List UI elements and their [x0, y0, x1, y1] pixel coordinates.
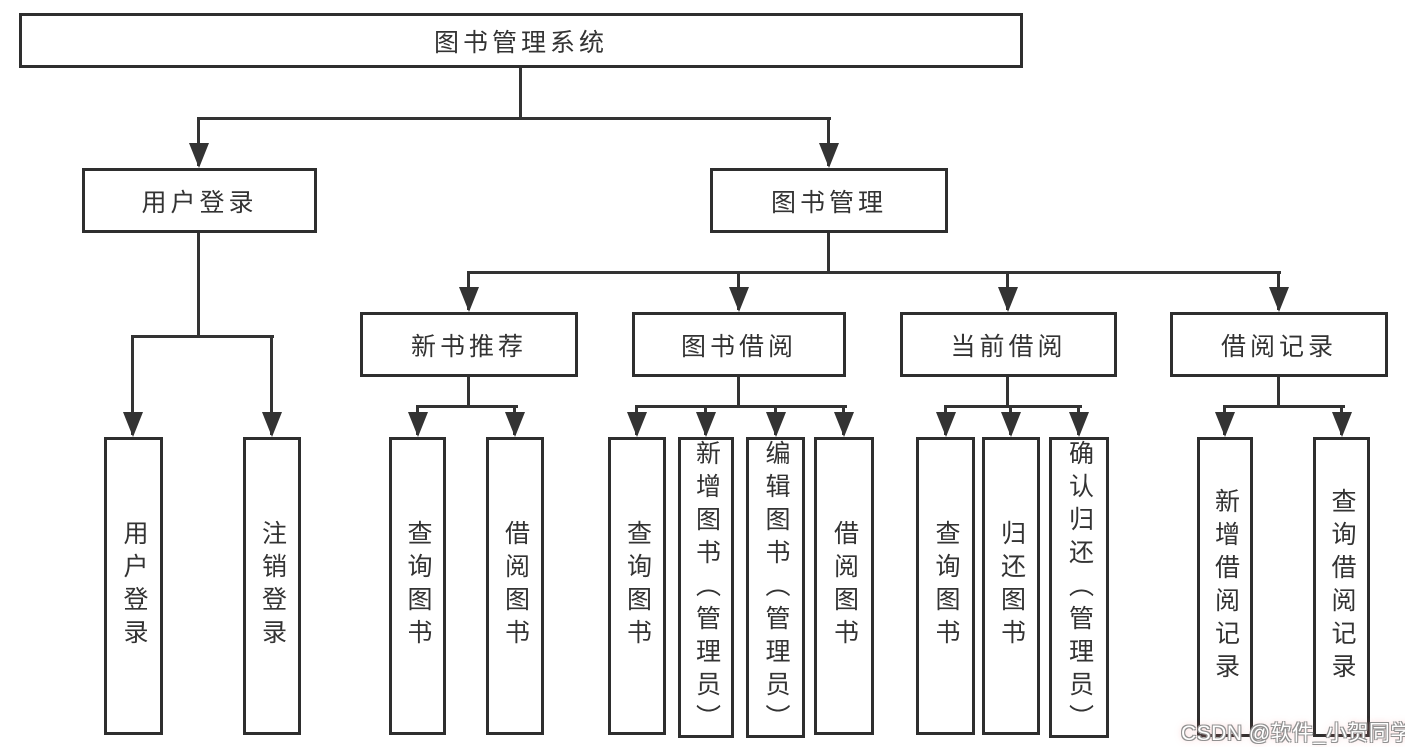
down-arrowhead-icon [505, 412, 525, 437]
node-label: 确认归还（管理员） [1065, 440, 1094, 737]
leaf-return-book: 归还图书 [982, 437, 1040, 735]
down-arrowhead-icon [189, 143, 209, 168]
down-arrowhead-icon [1269, 287, 1289, 312]
leaf-query-book-current: 查询图书 [916, 437, 975, 735]
down-arrowhead-icon [459, 287, 479, 312]
node-label: 图书管理 [770, 188, 887, 217]
node-label: 图书管理系统 [433, 28, 608, 57]
down-arrowhead-icon [1332, 412, 1352, 437]
node-label: 新增借阅记录 [1211, 488, 1240, 686]
connector-borrow-record-hline [1223, 405, 1345, 408]
connector-root-stem [519, 68, 522, 117]
down-arrowhead-icon [834, 412, 854, 437]
node-user-login: 用户登录 [82, 168, 317, 233]
node-label: 借阅记录 [1220, 332, 1337, 361]
leaf-edit-book-admin: 编辑图书（管理员） [746, 437, 805, 738]
down-arrowhead-icon [408, 412, 428, 437]
leaf-add-book-admin: 新增图书（管理员） [678, 437, 734, 738]
down-arrowhead-icon [1001, 412, 1021, 437]
node-book-management: 图书管理 [710, 168, 948, 233]
node-label: 当前借阅 [950, 332, 1067, 361]
node-label: 图书借阅 [680, 332, 797, 361]
node-book-borrowing: 图书借阅 [632, 312, 846, 377]
node-label: 新书推荐 [410, 332, 527, 361]
connector-book-mgmt-stem [827, 233, 830, 274]
down-arrowhead-icon [1215, 412, 1235, 437]
down-arrowhead-icon [1069, 412, 1089, 437]
connector-drop-user-login [197, 117, 200, 166]
node-label: 用户登录 [141, 188, 258, 217]
down-arrowhead-icon [819, 143, 839, 168]
leaf-confirm-return-admin: 确认归还（管理员） [1049, 437, 1109, 738]
node-label: 查询图书 [623, 520, 652, 652]
connector-book-borrow-hline [635, 405, 847, 408]
connector-borrow-record-stem [1277, 377, 1280, 408]
node-label: 新增图书（管理员） [692, 440, 721, 737]
down-arrowhead-icon [123, 412, 143, 437]
connector-drop-leaf-logout [270, 335, 273, 435]
leaf-add-borrow-record: 新增借阅记录 [1197, 437, 1253, 737]
down-arrowhead-icon [766, 412, 786, 437]
leaf-query-book-borrowing: 查询图书 [608, 437, 666, 735]
csdn-watermark: CSDN @软件_小贺同学 [1181, 722, 1405, 745]
down-arrowhead-icon [998, 287, 1018, 312]
connector-new-book-rec-hline [416, 405, 518, 408]
down-arrowhead-icon [696, 412, 716, 437]
node-borrow-records: 借阅记录 [1170, 312, 1388, 377]
connector-current-borrow-stem [1006, 377, 1009, 408]
leaf-query-borrow-record: 查询借阅记录 [1313, 437, 1370, 737]
down-arrowhead-icon [262, 412, 282, 437]
connector-root-hline [197, 117, 831, 120]
node-root-library-system: 图书管理系统 [19, 13, 1023, 68]
node-label: 查询图书 [932, 520, 960, 652]
leaf-borrow-book-recommend: 借阅图书 [486, 437, 544, 735]
down-arrowhead-icon [729, 287, 749, 312]
connector-book-borrow-stem [737, 377, 740, 408]
connector-current-borrow-hline [944, 405, 1082, 408]
leaf-query-book-recommend: 查询图书 [389, 437, 446, 735]
leaf-logout: 注销登录 [243, 437, 301, 735]
down-arrowhead-icon [627, 412, 647, 437]
node-label: 借阅图书 [501, 520, 530, 652]
connector-user-login-stem [197, 233, 200, 335]
down-arrowhead-icon [936, 412, 956, 437]
connector-book-mgmt-hline [467, 271, 1281, 274]
node-label: 注销登录 [258, 520, 287, 652]
node-label: 编辑图书（管理员） [762, 440, 790, 737]
connector-user-login-hline [131, 335, 274, 338]
connector-new-book-rec-stem [467, 377, 470, 408]
node-label: 查询图书 [404, 520, 432, 652]
node-label: 查询借阅记录 [1328, 488, 1356, 686]
node-label: 借阅图书 [830, 520, 859, 652]
node-label: 用户登录 [120, 520, 148, 652]
leaf-user-login: 用户登录 [104, 437, 163, 735]
connector-drop-book-mgmt [827, 117, 830, 166]
connector-drop-leaf-user-login [131, 335, 134, 435]
node-label: 归还图书 [997, 520, 1026, 652]
node-current-borrowing: 当前借阅 [900, 312, 1117, 377]
leaf-borrow-book: 借阅图书 [814, 437, 874, 735]
node-new-book-recommend: 新书推荐 [360, 312, 578, 377]
